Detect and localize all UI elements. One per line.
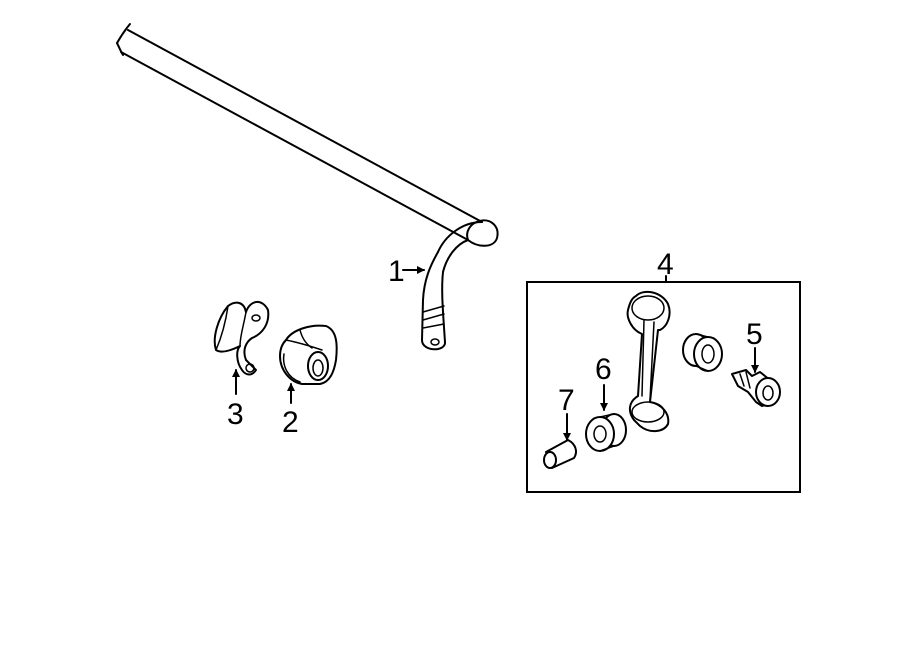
stabilizer-bushing[interactable] [279, 324, 338, 385]
bushing-clamp[interactable] [213, 301, 270, 376]
link-sleeve[interactable] [543, 439, 577, 469]
callout-1: 1 [388, 255, 405, 288]
stabilizer-bar[interactable] [116, 23, 499, 351]
link-bushing[interactable] [682, 333, 723, 372]
callout-5: 5 [746, 318, 763, 351]
link-washer[interactable] [585, 413, 627, 452]
callout-4: 4 [657, 248, 674, 281]
callout-6: 6 [595, 353, 612, 386]
callout-3: 3 [227, 398, 244, 431]
stabilizer-link[interactable] [626, 290, 671, 432]
callout-2: 2 [282, 406, 299, 439]
link-bolt[interactable] [731, 369, 781, 407]
callout-7: 7 [558, 384, 575, 417]
link-kit-box [526, 281, 801, 493]
